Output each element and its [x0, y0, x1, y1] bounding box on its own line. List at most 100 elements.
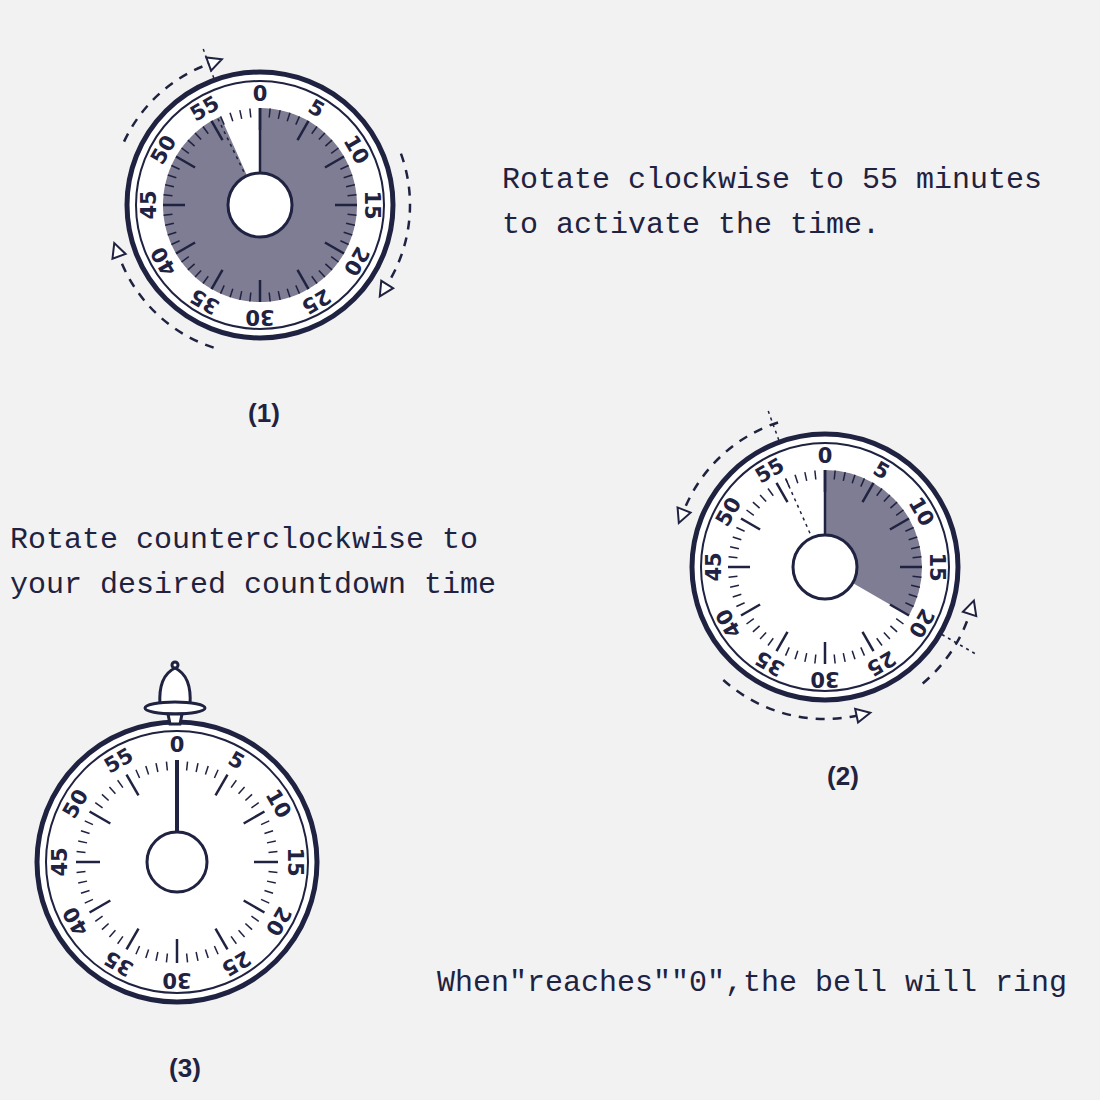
tick-mark — [911, 547, 920, 549]
step-number: (1) — [248, 398, 280, 429]
dial-number: 30 — [810, 668, 839, 689]
arrow-head — [855, 709, 870, 723]
tick-mark — [245, 794, 252, 800]
timer-dial — [692, 434, 958, 700]
tick-mark — [195, 270, 201, 277]
tick-mark — [249, 293, 251, 302]
tick-mark — [768, 489, 773, 496]
center-knob — [793, 535, 857, 599]
tick-mark — [156, 763, 158, 772]
tick-mark — [852, 475, 855, 484]
tick-mark — [348, 194, 357, 196]
tick-mark — [777, 483, 788, 502]
tick-mark — [164, 194, 173, 196]
tick-mark — [911, 585, 920, 587]
tick-mark — [203, 276, 208, 283]
tick-mark — [165, 185, 174, 187]
tick-mark — [325, 264, 332, 270]
dial-number: 0 — [253, 84, 268, 105]
bell-icon — [145, 662, 205, 724]
tick-mark — [85, 821, 93, 825]
tick-mark — [77, 851, 86, 853]
tick-mark — [344, 175, 353, 178]
tick-mark — [795, 651, 798, 660]
dial-number: 30 — [162, 969, 191, 990]
tick-mark — [176, 157, 195, 168]
tick-mark — [753, 626, 760, 632]
tick-mark — [196, 952, 198, 961]
tick-mark — [205, 949, 208, 958]
tick-mark — [216, 929, 228, 950]
tick-mark — [264, 890, 273, 893]
arrow-head — [963, 601, 976, 616]
tick-mark — [729, 575, 738, 577]
tick-mark — [239, 930, 245, 937]
tick-mark — [833, 655, 835, 664]
tick-mark — [312, 276, 317, 283]
tick-mark — [900, 566, 922, 569]
tick-mark — [102, 794, 109, 800]
tick-mark — [81, 890, 90, 893]
tick-mark — [214, 770, 218, 778]
tick-mark — [268, 871, 277, 873]
tick-mark — [268, 293, 270, 302]
timer-dial — [127, 72, 393, 338]
tick-mark — [824, 642, 827, 664]
tick-mark — [768, 638, 773, 645]
tick-mark — [85, 899, 93, 903]
tick-mark — [298, 270, 309, 289]
tick-mark — [730, 547, 739, 549]
tick-mark — [861, 478, 865, 486]
tick-mark — [231, 780, 236, 787]
tick-mark — [78, 881, 87, 883]
tick-mark — [863, 632, 874, 651]
tick-mark — [259, 280, 262, 302]
arrow-head — [112, 243, 125, 259]
dial-number: 45 — [704, 552, 725, 581]
tick-mark — [733, 594, 742, 597]
tick-mark — [109, 787, 115, 794]
tick-mark — [909, 594, 918, 597]
tick-mark — [268, 109, 270, 118]
tick-mark — [244, 812, 265, 824]
tick-mark — [760, 495, 766, 502]
tick-mark — [287, 113, 290, 122]
tick-mark — [245, 924, 252, 930]
tick-mark — [760, 632, 766, 639]
tick-mark — [77, 871, 86, 873]
tick-mark — [325, 140, 332, 146]
tick-mark — [728, 566, 750, 569]
center-knob — [228, 173, 292, 237]
tick-mark — [325, 157, 344, 168]
tick-mark — [325, 243, 344, 254]
tick-mark — [216, 775, 228, 796]
tick-mark — [240, 291, 242, 300]
tick-mark — [195, 133, 201, 140]
tick-mark — [730, 585, 739, 587]
tick-mark — [168, 175, 177, 178]
tick-mark — [278, 110, 280, 119]
tick-mark — [205, 766, 208, 775]
tick-mark — [346, 185, 355, 187]
tick-mark — [884, 495, 890, 502]
tick-mark — [340, 241, 348, 245]
tick-mark — [753, 502, 760, 508]
tick-mark — [182, 148, 189, 153]
tick-mark — [331, 257, 338, 262]
tick-mark — [861, 647, 865, 655]
tick-mark — [348, 213, 357, 215]
dial-number: 45 — [50, 847, 71, 876]
tick-mark — [76, 861, 100, 864]
tick-mark — [212, 121, 223, 140]
tick-mark — [267, 881, 276, 883]
dial-number: 15 — [284, 847, 305, 876]
tick-mark — [165, 223, 174, 225]
dial-number: 15 — [926, 552, 947, 581]
tick-mark — [331, 148, 338, 153]
dial-number: 30 — [245, 306, 274, 327]
tick-mark — [95, 803, 102, 808]
tick-mark — [843, 472, 845, 481]
tick-mark — [166, 762, 168, 771]
tick-mark — [852, 651, 855, 660]
instruction-text: Rotate counterclockwise to your desired … — [10, 518, 550, 608]
